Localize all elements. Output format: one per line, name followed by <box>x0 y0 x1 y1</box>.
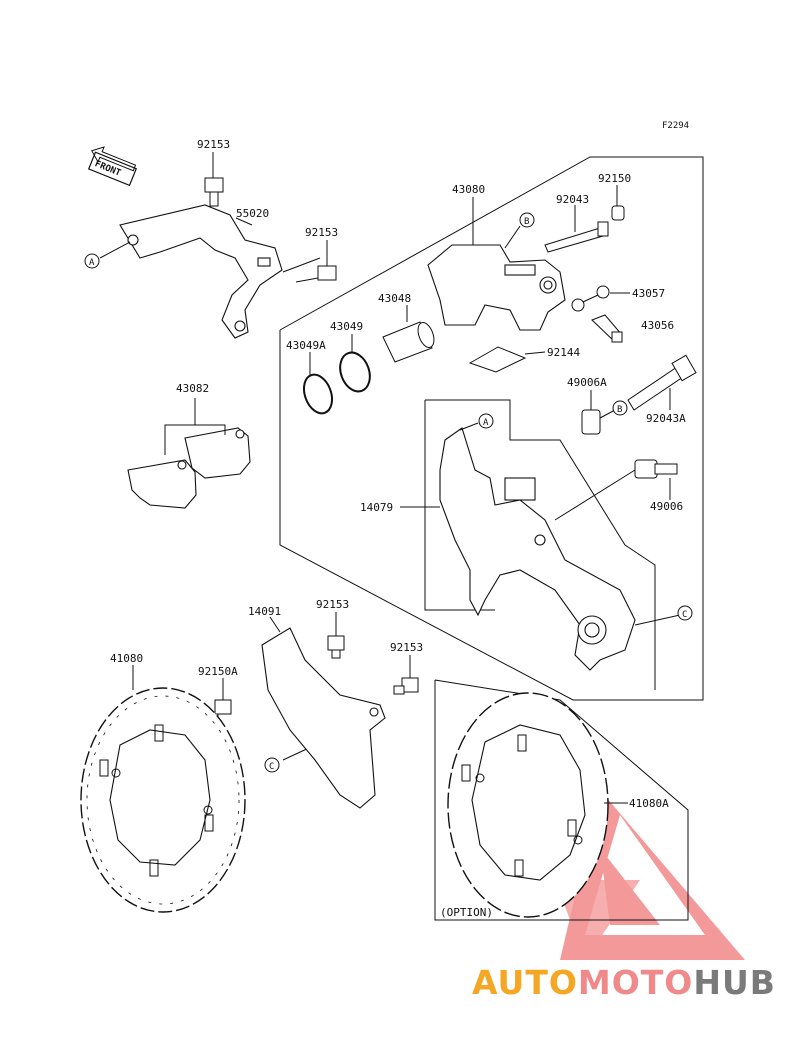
part-label-49006: 49006 <box>650 500 683 513</box>
part-label-43080: 43080 <box>452 183 485 196</box>
caliper-bracket-14079 <box>439 427 636 671</box>
bolt-92153-lower-2 <box>393 677 419 695</box>
part-label-41080A: 41080A <box>629 797 669 810</box>
caliper-body-part <box>427 244 566 331</box>
part-label-55020: 55020 <box>236 207 269 220</box>
pin-92043A <box>627 354 697 411</box>
seal-43049 <box>339 351 371 393</box>
svg-text:C: C <box>682 610 687 620</box>
part-label-43082: 43082 <box>176 382 209 395</box>
part-label-49006A: 49006A <box>567 376 607 389</box>
part-label-14091: 14091 <box>248 605 281 618</box>
part-label-43056: 43056 <box>641 319 674 332</box>
part-label-92144: 92144 <box>547 346 580 359</box>
pad-spring-92144 <box>468 346 527 373</box>
cap-92150 <box>611 205 625 221</box>
part-label-92150A: 92150A <box>198 665 238 678</box>
watermark-hub: HUB <box>693 963 776 1002</box>
diagram-code: F2294 <box>662 121 689 131</box>
part-label-92043A: 92043A <box>646 412 686 425</box>
part-label-43048: 43048 <box>378 292 411 305</box>
svg-text:A: A <box>483 418 489 428</box>
watermark-moto: MOTO <box>577 963 694 1002</box>
disc-guard-14091 <box>261 627 386 809</box>
bleeder-43056 <box>591 314 623 343</box>
callout-b-caliper: B <box>519 212 535 228</box>
brake-disc-41080 <box>80 687 246 913</box>
part-label-43049: 43049 <box>330 320 363 333</box>
bolt-49006 <box>634 459 678 479</box>
brake-disc-41080A <box>447 692 609 918</box>
bracket-group-outline <box>425 399 656 690</box>
watermark-auto: AUTO <box>472 963 578 1002</box>
part-label-92153-b: 92153 <box>305 226 338 239</box>
option-label: (OPTION) <box>440 906 493 919</box>
callout-a-bracket: A <box>478 413 494 429</box>
bolt-92153-top <box>204 177 224 207</box>
svg-text:B: B <box>524 217 529 227</box>
callout-c-bracket: C <box>677 605 693 621</box>
part-label-92153-c: 92153 <box>316 598 349 611</box>
piston-43048 <box>382 321 435 363</box>
bolt-92153-lower-1 <box>327 635 345 659</box>
part-label-92153-a: 92153 <box>197 138 230 151</box>
callout-c-guard: C <box>264 757 280 773</box>
part-label-43049A: 43049A <box>286 339 326 352</box>
brake-pads-43082 <box>127 427 251 509</box>
svg-text:A: A <box>89 258 95 268</box>
part-label-41080: 41080 <box>110 652 143 665</box>
callout-a-left: A <box>84 253 100 269</box>
caliper-group-outline <box>279 156 704 701</box>
part-label-92150: 92150 <box>598 172 631 185</box>
front-arrow-icon: FRONT <box>87 146 138 187</box>
part-label-92153-d: 92153 <box>390 641 423 654</box>
callout-b-pin: B <box>612 400 628 416</box>
watermark-brand: AUTOMOTOHUB <box>472 963 776 1002</box>
bolt-92153-arm <box>295 265 337 283</box>
svg-text:C: C <box>269 762 274 772</box>
bush-49006A <box>581 409 601 435</box>
svg-text:B: B <box>617 405 622 415</box>
slide-pin-92043 <box>544 221 609 253</box>
torque-arm-part <box>119 204 283 339</box>
seal-43049A <box>302 373 334 415</box>
part-label-43057: 43057 <box>632 287 665 300</box>
part-label-14079: 14079 <box>360 501 393 514</box>
boot-43057 <box>571 285 610 312</box>
part-label-92043: 92043 <box>556 193 589 206</box>
